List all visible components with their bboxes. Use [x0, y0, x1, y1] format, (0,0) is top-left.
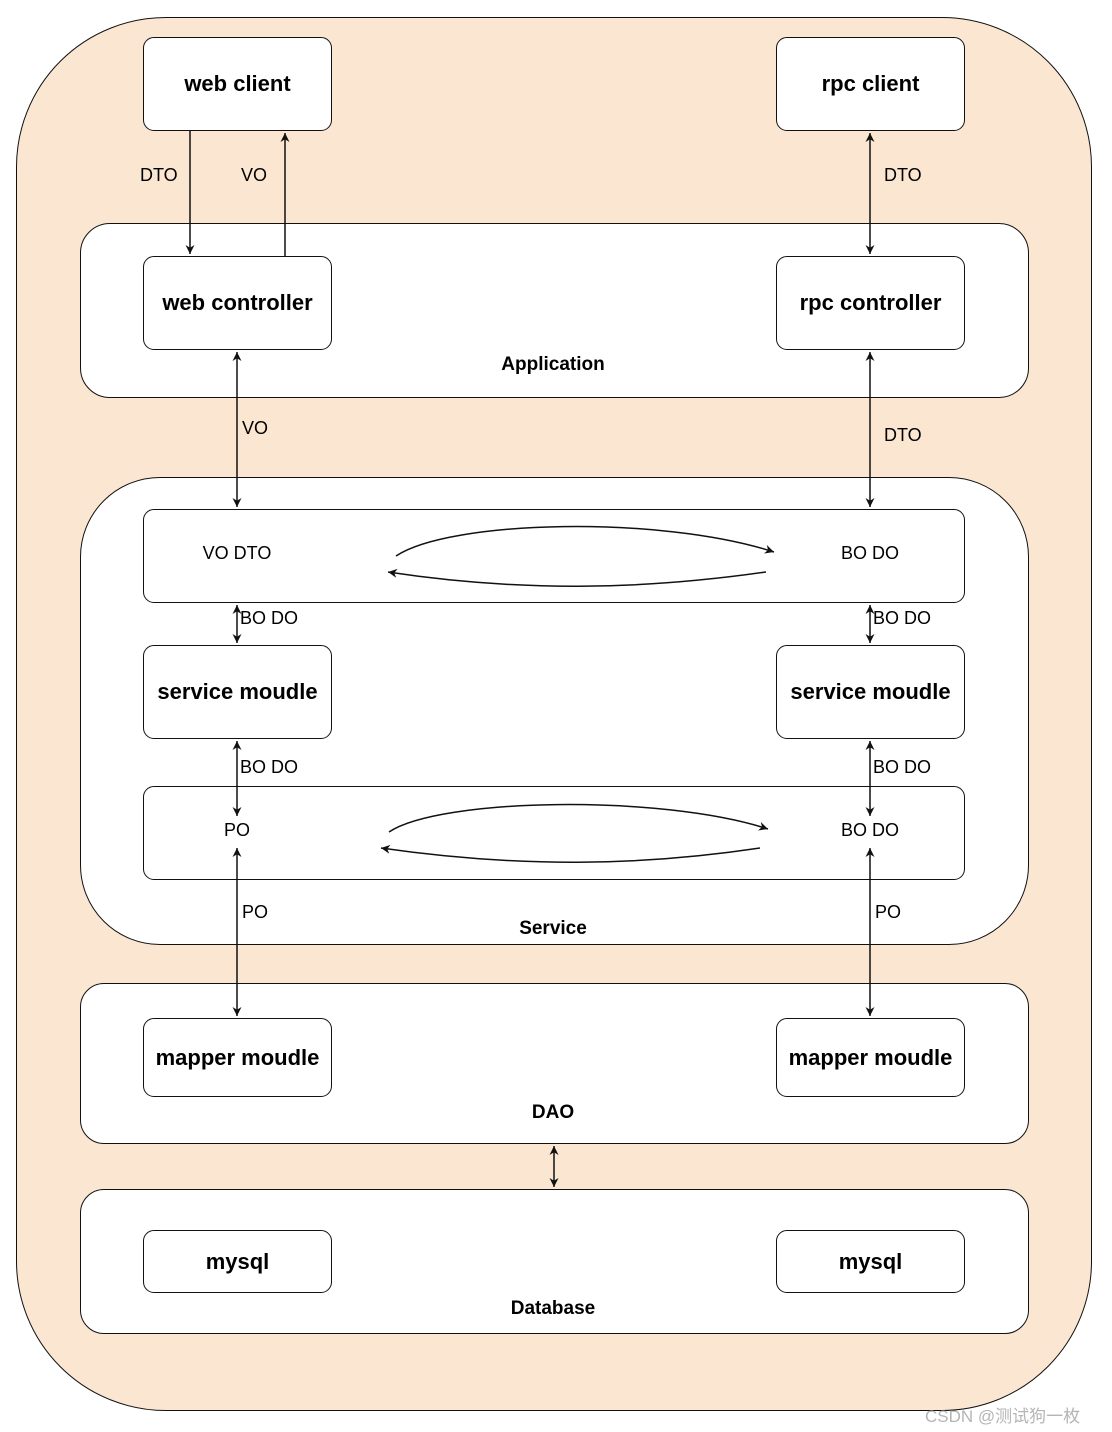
mysql-right-label: mysql	[838, 1248, 903, 1274]
edge-label-rpcclient-dto: DTO	[884, 165, 922, 185]
edge-label-left-bodo-2: BO DO	[240, 757, 299, 777]
cycle-arrow-bottom-forward	[388, 803, 769, 833]
application-layer-label: Application	[501, 354, 605, 375]
service-layer-label: Service	[519, 918, 587, 939]
mapper-module-right-label: mapper moudle	[788, 1044, 953, 1070]
web-client-box: web client	[143, 37, 332, 131]
converter-top-left-label: VO DTO	[202, 543, 272, 563]
rpc-client-label: rpc client	[821, 71, 920, 96]
web-controller-box: web controller	[143, 256, 332, 350]
converter-bottom-left-label: PO	[223, 820, 250, 840]
web-controller-label: web controller	[162, 290, 313, 315]
rpc-controller-box: rpc controller	[776, 256, 965, 350]
edge-label-webclient-dto: DTO	[140, 165, 178, 185]
converter-box-bottom	[143, 786, 965, 880]
cycle-arrow-top-forward	[395, 525, 775, 557]
converter-box-top	[143, 509, 965, 603]
rpc-controller-label: rpc controller	[799, 290, 942, 315]
edge-label-right-bodo-2: BO DO	[873, 757, 932, 777]
mysql-right-box: mysql	[776, 1230, 965, 1293]
mapper-module-left-box: mapper moudle	[143, 1018, 332, 1097]
service-module-right-box: service moudle	[776, 645, 965, 739]
service-module-left-box: service moudle	[143, 645, 332, 739]
mapper-module-right-box: mapper moudle	[776, 1018, 965, 1097]
edge-label-rpccontroller-dto: DTO	[884, 425, 922, 445]
cycle-arrow-top-back	[387, 568, 767, 587]
mysql-left-box: mysql	[143, 1230, 332, 1293]
watermark: CSDN @测试狗一枚	[925, 1407, 1081, 1426]
cycle-arrow-bottom-back	[380, 844, 761, 863]
mapper-module-left-label: mapper moudle	[155, 1044, 320, 1070]
edge-label-left-bodo-1: BO DO	[240, 608, 299, 628]
edge-label-webclient-vo: VO	[241, 165, 268, 185]
web-client-label: web client	[184, 71, 291, 96]
edge-label-webcontroller-vo: VO	[242, 418, 269, 438]
mysql-left-label: mysql	[205, 1248, 270, 1274]
rpc-client-box: rpc client	[776, 37, 965, 131]
service-module-left-label: service moudle	[157, 679, 318, 704]
dao-layer-label: DAO	[531, 1102, 575, 1123]
converter-bottom-right-label: BO DO	[840, 820, 899, 840]
edge-label-left-po: PO	[242, 902, 269, 922]
database-layer-label: Database	[510, 1298, 596, 1319]
converter-top-right-label: BO DO	[840, 543, 899, 563]
service-module-right-label: service moudle	[790, 679, 951, 704]
edge-label-right-bodo-1: BO DO	[873, 608, 932, 628]
edge-label-right-po: PO	[875, 902, 902, 922]
